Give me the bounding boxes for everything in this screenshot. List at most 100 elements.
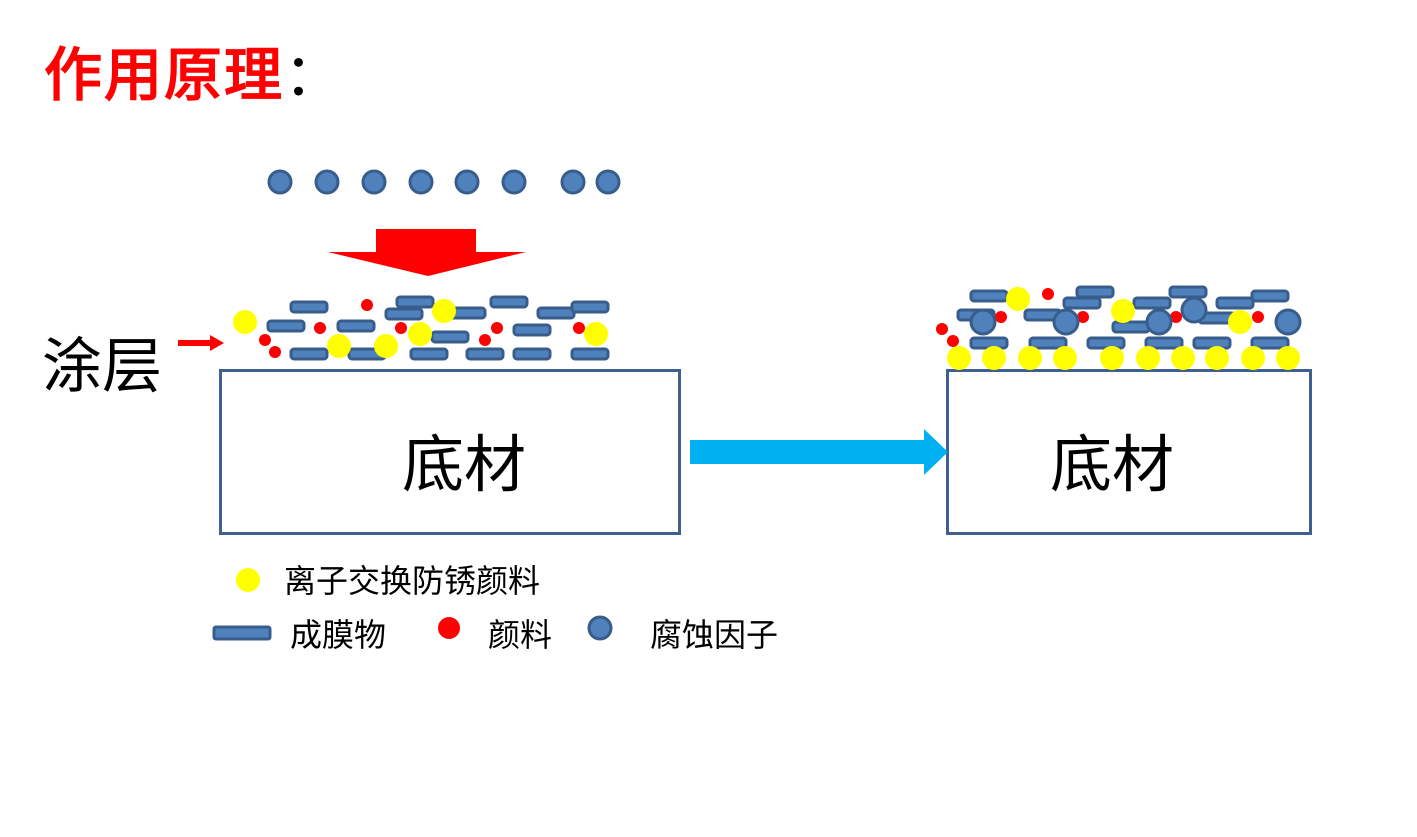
substrate-label-left: 底材 bbox=[402, 428, 527, 501]
pigment-particle bbox=[361, 299, 373, 311]
legend-pigment-symbol bbox=[438, 617, 460, 639]
film-former-bar bbox=[512, 347, 552, 361]
film-former-bar bbox=[570, 300, 610, 314]
ion-exchange-pigment-particle bbox=[1241, 346, 1265, 370]
ion-exchange-pigment-particle bbox=[236, 568, 260, 592]
film-former-bar bbox=[570, 347, 610, 361]
film-former-bar bbox=[1215, 296, 1255, 310]
film-former-bar bbox=[1192, 336, 1232, 350]
corrosion-factor-particle bbox=[560, 169, 586, 195]
film-former-bar bbox=[384, 307, 424, 321]
substrate-box-right bbox=[946, 369, 1312, 535]
ion-exchange-pigment-particle bbox=[1006, 287, 1030, 311]
ion-exchange-pigment-particle bbox=[1136, 346, 1160, 370]
corrosion-factor-particle bbox=[267, 169, 293, 195]
pigment-particle bbox=[479, 334, 491, 346]
film-former-bar bbox=[465, 347, 505, 361]
title-colon: ： bbox=[284, 41, 345, 109]
corrosion-factor-particle bbox=[1145, 308, 1173, 336]
film-former-bar bbox=[336, 319, 376, 333]
corrosion-factor-particle bbox=[595, 169, 621, 195]
pigment-particle bbox=[995, 311, 1007, 323]
coating-layer-left bbox=[233, 295, 610, 361]
corrosion-factor-particle bbox=[361, 169, 387, 195]
ion-exchange-pigment-particle bbox=[1205, 346, 1229, 370]
film-former-bar bbox=[536, 306, 576, 320]
corrosion-factor-particle bbox=[314, 169, 340, 195]
pigment-particle bbox=[936, 323, 948, 335]
corrosion-factor-particle bbox=[1180, 296, 1208, 324]
substrate-box-left bbox=[219, 369, 681, 535]
ion-exchange-pigment-particle bbox=[1111, 299, 1135, 323]
pigment-particle bbox=[947, 335, 959, 347]
film-former-bar bbox=[1086, 336, 1126, 350]
ion-exchange-pigment-particle bbox=[1018, 346, 1042, 370]
incoming-down-arrow bbox=[328, 229, 526, 276]
film-former-bar bbox=[489, 295, 529, 309]
ion-exchange-pigment-particle bbox=[1228, 310, 1252, 334]
ion-exchange-pigment-particle bbox=[584, 322, 608, 346]
transition-arrow bbox=[690, 429, 948, 475]
legend bbox=[212, 568, 613, 641]
film-former-bar bbox=[512, 323, 552, 337]
pigment-particle bbox=[491, 322, 503, 334]
film-former-bar bbox=[395, 295, 435, 309]
film-former-bar bbox=[289, 300, 329, 314]
corrosion-factor-particle bbox=[969, 308, 997, 336]
coating-label: 涂层 bbox=[42, 332, 162, 402]
corrosion-factor-particle bbox=[1052, 308, 1080, 336]
film-former-bar bbox=[1075, 285, 1115, 299]
film-former-bar bbox=[1250, 336, 1290, 350]
pigment-particle bbox=[1252, 311, 1264, 323]
pigment-particle bbox=[1170, 311, 1182, 323]
pigment-particle bbox=[573, 322, 585, 334]
film-former-bar bbox=[1250, 289, 1290, 303]
corrosion-factor-particle bbox=[501, 169, 527, 195]
title-text: 作用原理 bbox=[44, 41, 285, 109]
film-former-bar bbox=[266, 319, 306, 333]
pigment-particle bbox=[259, 334, 271, 346]
ion-exchange-pigment-particle bbox=[374, 334, 398, 358]
ion-exchange-pigment-particle bbox=[947, 346, 971, 370]
pigment-particle bbox=[314, 322, 326, 334]
legend-label-pigment: 颜料 bbox=[488, 616, 553, 654]
pigment-particle bbox=[269, 346, 281, 358]
corrosion-factor-particle bbox=[454, 169, 480, 195]
film-former-bar bbox=[969, 336, 1009, 350]
ion-exchange-pigment-particle bbox=[408, 322, 432, 346]
coating-pointer-arrow bbox=[178, 335, 224, 351]
film-former-bar bbox=[1168, 285, 1208, 299]
pigment-particle bbox=[395, 322, 407, 334]
ion-exchange-pigment-particle bbox=[982, 346, 1006, 370]
pigment-particle bbox=[1042, 288, 1054, 300]
film-former-bar bbox=[1111, 320, 1151, 334]
ion-exchange-pigment-particle bbox=[1276, 346, 1300, 370]
film-former-bar bbox=[430, 330, 470, 344]
corrosion-factor-particle bbox=[1274, 308, 1302, 336]
ion-exchange-pigment-particle bbox=[432, 299, 456, 323]
ion-exchange-pigment-particle bbox=[327, 334, 351, 358]
ion-exchange-pigment-particle bbox=[1100, 346, 1124, 370]
legend-corrosion-factor-symbol bbox=[587, 615, 613, 641]
film-former-bar bbox=[289, 347, 329, 361]
incoming-corrosion-factors bbox=[267, 169, 621, 195]
ion-exchange-pigment-particle bbox=[233, 310, 257, 334]
corrosion-factor-particle bbox=[408, 169, 434, 195]
film-former-bar bbox=[1144, 336, 1184, 350]
legend-label-corrosion-factor: 腐蚀因子 bbox=[650, 616, 779, 654]
film-former-bar bbox=[409, 347, 449, 361]
legend-label-film-former: 成膜物 bbox=[290, 616, 387, 654]
legend-film-former-symbol bbox=[212, 625, 272, 641]
ion-exchange-pigment-particle bbox=[1053, 346, 1077, 370]
page-title: 作用原理： bbox=[44, 28, 344, 112]
film-former-bar bbox=[1028, 336, 1068, 350]
film-former-bar bbox=[1062, 296, 1102, 310]
pigment-particle bbox=[1077, 311, 1089, 323]
substrate-label-right: 底材 bbox=[1050, 428, 1175, 501]
legend-label-ion-exchange-pigment: 离子交换防锈颜料 bbox=[284, 562, 541, 600]
film-former-bar bbox=[1132, 296, 1172, 310]
coating-layer-right bbox=[936, 285, 1302, 370]
film-former-bar bbox=[969, 289, 1009, 303]
ion-exchange-pigment-particle bbox=[1171, 346, 1195, 370]
